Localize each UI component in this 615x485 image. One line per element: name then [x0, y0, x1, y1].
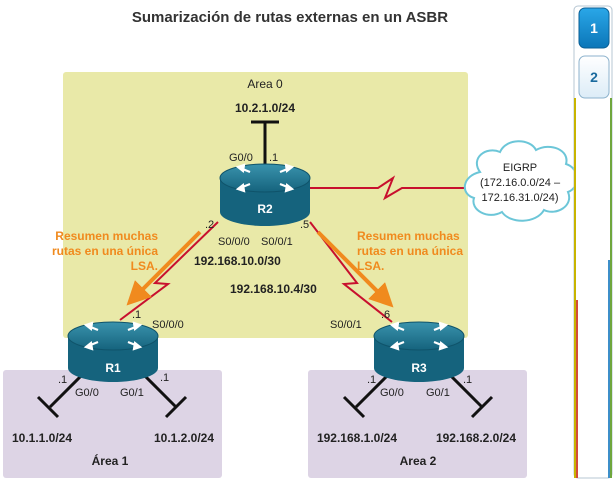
- eigrp-line1: EIGRP: [503, 162, 537, 174]
- tab-2-label: 2: [590, 69, 598, 85]
- r2-s000-host: .2: [205, 219, 214, 231]
- router-r3-label: R3: [411, 361, 427, 375]
- r1-g01-host: .1: [160, 372, 169, 384]
- r3-g01-label: G0/1: [426, 387, 450, 399]
- summary-left-line3: LSA.: [131, 259, 158, 273]
- summary-arrow-left: [126, 230, 202, 306]
- tab-1-button[interactable]: 1: [578, 7, 610, 49]
- r3-lan-a-network: 192.168.1.0/24: [317, 431, 397, 445]
- summary-note-left: Resumen muchas rutas en una única LSA.: [52, 229, 158, 273]
- side-nav-rail-top: [576, 98, 610, 268]
- r2-g00-label: G0/0: [229, 152, 253, 164]
- r2-s001-host: .5: [300, 219, 309, 231]
- summary-left-line1: Resumen muchas: [55, 229, 158, 243]
- router-r2-label: R2: [257, 202, 273, 216]
- tab-2-button[interactable]: 2: [578, 55, 610, 99]
- router-r1-label: R1: [105, 361, 121, 375]
- r2-lan-network: 10.2.1.0/24: [235, 101, 295, 115]
- link-r2-r3-network: 192.168.10.4/30: [230, 282, 317, 296]
- r3-lan-a-bar: [342, 395, 366, 419]
- serial-link-r2-r3: [309, 221, 393, 323]
- r1-g00-label: G0/0: [75, 387, 99, 399]
- summary-arrow-right: [316, 230, 394, 308]
- eigrp-line2: (172.16.0.0/24 –: [480, 177, 561, 189]
- r1-lan-a-bar: [36, 395, 60, 419]
- tab-1-label: 1: [590, 20, 598, 36]
- serial-link-r2-eigrp: [300, 175, 466, 201]
- r2-s001-label: S0/0/1: [261, 236, 293, 248]
- router-r1: R1: [67, 321, 159, 382]
- r1-g00-host: .1: [58, 374, 67, 386]
- side-nav: 1 2: [573, 5, 613, 479]
- summary-right-line2: rutas en una única: [357, 244, 463, 258]
- r1-lan-b-network: 10.1.2.0/24: [154, 431, 214, 445]
- r3-g00-host: .1: [367, 374, 376, 386]
- router-r3: R3: [373, 321, 465, 382]
- summary-note-right: Resumen muchas rutas en una única LSA.: [357, 229, 463, 273]
- r3-lan-b-bar: [470, 395, 494, 419]
- area-0-label: Area 0: [247, 77, 283, 91]
- r1-g01-label: G0/1: [120, 387, 144, 399]
- eigrp-line3: 172.16.31.0/24): [481, 192, 558, 204]
- area-2-label: Area 2: [400, 454, 437, 468]
- link-r1-r2-network: 192.168.10.0/30: [194, 254, 281, 268]
- r1-lan-a-network: 10.1.1.0/24: [12, 431, 72, 445]
- diagram-title: Sumarización de rutas externas en un ASB…: [132, 9, 448, 26]
- r3-s001-host: .6: [381, 309, 390, 321]
- r3-g00-label: G0/0: [380, 387, 404, 399]
- eigrp-cloud: EIGRP (172.16.0.0/24 – 172.16.31.0/24): [464, 140, 578, 222]
- r3-s001-label: S0/0/1: [330, 319, 362, 331]
- router-r2: R2: [219, 163, 311, 226]
- r3-lan-b-network: 192.168.2.0/24: [436, 431, 516, 445]
- cloud-icon: [464, 140, 578, 222]
- summary-right-line1: Resumen muchas: [357, 229, 460, 243]
- r3-g01-host: .1: [463, 374, 472, 386]
- r2-s000-label: S0/0/0: [218, 236, 250, 248]
- area-1-label: Área 1: [92, 453, 129, 468]
- summary-left-line2: rutas en una única: [52, 244, 158, 258]
- r1-lan-b-bar: [164, 395, 188, 419]
- r1-s000-label: S0/0/0: [152, 319, 184, 331]
- summary-right-line3: LSA.: [357, 259, 384, 273]
- r1-s000-host: .1: [132, 309, 141, 321]
- r2-g00-host: .1: [269, 152, 278, 164]
